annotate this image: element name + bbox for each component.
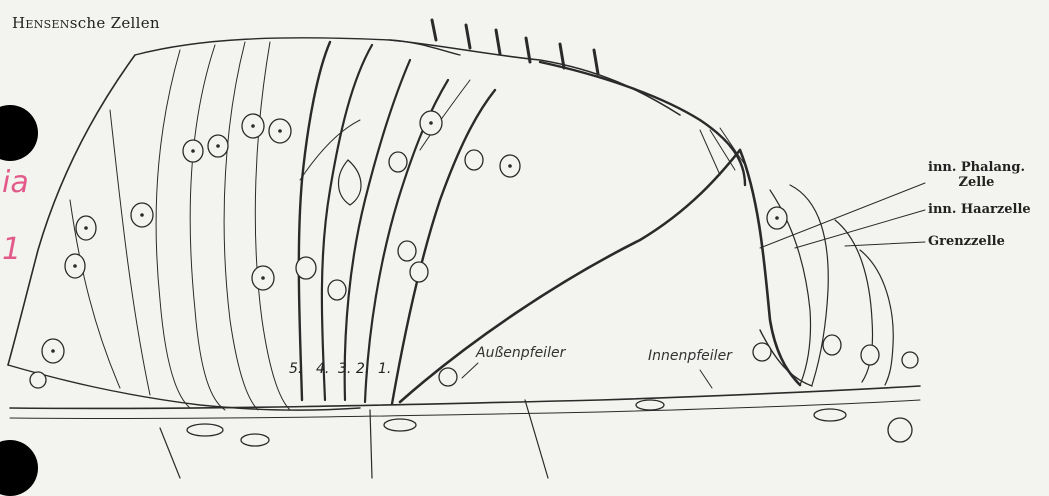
leader-grenzzelle	[845, 242, 925, 246]
nucleus	[328, 280, 346, 300]
stalk-3	[345, 60, 410, 400]
nucleus	[902, 352, 918, 368]
nucleus	[465, 150, 483, 170]
base-nucleus	[636, 400, 664, 410]
vertical-line	[525, 400, 548, 478]
vertical-line	[160, 428, 180, 478]
cell-number-4: 4.	[316, 361, 329, 377]
reticular-lamina	[390, 40, 680, 115]
hensen-lower-edge	[8, 365, 360, 410]
outer-pillar	[400, 150, 740, 402]
hensen-wall	[224, 42, 258, 410]
nucleus	[823, 335, 841, 355]
outer-pillar-head	[540, 62, 745, 185]
base-nucleus	[814, 409, 846, 421]
hensen-wall	[156, 50, 190, 408]
cell-number-5: 5.	[289, 361, 302, 377]
nucleus	[398, 241, 416, 261]
label-inner-hair-cell: inn. Haarzelle	[928, 202, 1031, 217]
base-nucleus	[888, 418, 912, 442]
nucleus	[439, 368, 457, 386]
hensen-top-edge	[135, 38, 460, 55]
cilia	[432, 20, 598, 74]
page-title: Hensensche Zellen	[12, 14, 160, 32]
base-nucleus	[241, 434, 269, 446]
cell-number-3: 3.	[338, 361, 351, 377]
leader-innenpfeiler	[700, 370, 712, 388]
base-nucleus	[187, 424, 223, 436]
margin-mark-bottom: 1	[2, 232, 21, 267]
leader-haarzelle	[795, 210, 925, 248]
oval-cell	[338, 160, 361, 205]
cell-number-2: 2.	[356, 361, 369, 377]
hensen-wall	[110, 110, 150, 395]
label-border-cell: Grenzzelle	[928, 234, 1005, 249]
hensen-wall	[255, 42, 290, 410]
nucleus	[861, 345, 879, 365]
label-inner-pillar: Innenpfeiler	[648, 348, 732, 364]
nucleus	[296, 257, 316, 279]
stalk-4	[322, 45, 372, 400]
cell-number-1: 1.	[378, 361, 391, 377]
nucleus	[753, 343, 771, 361]
nucleus	[30, 372, 46, 388]
hensen-wall	[190, 45, 225, 410]
diagram-canvas	[0, 0, 1049, 482]
vertical-line	[370, 410, 372, 478]
label-inner-phalangeal-cell: inn. Phalang. Zelle	[928, 160, 1025, 190]
leader-aussenpfeiler	[462, 363, 478, 378]
title-rest: sche Zellen	[70, 14, 160, 32]
inner-hair-cell	[790, 185, 828, 385]
label-phalang-line1: inn. Phalang.	[928, 160, 1025, 175]
label-outer-pillar: Außenpfeiler	[476, 345, 565, 361]
base-nucleus	[384, 419, 416, 431]
nucleus	[389, 152, 407, 172]
margin-mark-top: ia	[2, 165, 29, 200]
label-phalang-line2: Zelle	[928, 175, 1025, 190]
nucleus	[410, 262, 428, 282]
title-smallcaps: Hensen	[12, 14, 70, 32]
